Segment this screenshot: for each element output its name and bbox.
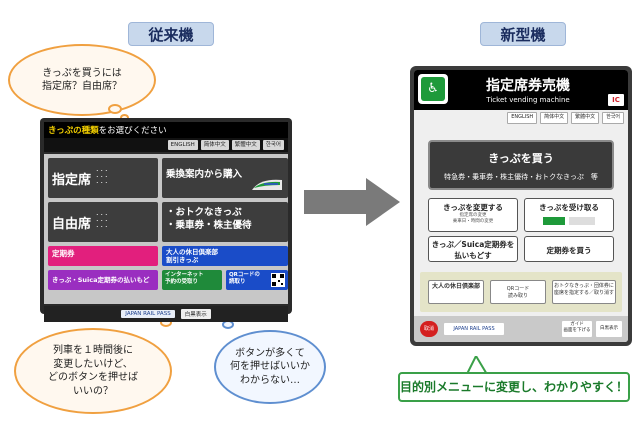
old-holiday-button[interactable]: 大人の休日倶楽部 割引きっぷ [162, 246, 288, 266]
old-teiki-label: 定期券 [52, 249, 75, 258]
new-header: ♿︎ 指定席券売機 Ticket vending machine IC [414, 70, 628, 110]
new-lang-traditional[interactable]: 繁體中文 [571, 112, 600, 124]
new-language-bar: ENGLISH 简体中文 繁體中文 한국어 [414, 112, 628, 124]
new-holiday-button[interactable]: 大人の休日倶楽部 [428, 280, 484, 304]
old-internet-button[interactable]: インターネット 予約の受取り [162, 270, 222, 290]
thought-cloud-top: きっぷを買うには 指定席？自由席？ [8, 44, 156, 116]
old-route-button[interactable]: 乗換案内から購入 [162, 158, 288, 198]
new-change-ticket-button[interactable]: きっぷを変更する 指定席の変更 乗車日・時間の変更 [428, 198, 518, 232]
old-internet-line2: 予約の受取り [165, 279, 199, 286]
old-button-area: 指定席 ・・・・・・・・・ 自由席 ・・・・・・・・・ 乗換案内から購入 ・おト… [44, 154, 288, 304]
old-lang-traditional[interactable]: 繁體中文 [231, 140, 260, 150]
old-otoku-line1: ・おトクなきっぷ [166, 207, 242, 218]
new-lower-panel: 大人の休日倶楽部 QRコード 読み取り おトクなきっぷ・団体券に 座席を指定する… [420, 272, 622, 312]
old-qr-line2: 読取り [229, 279, 246, 286]
new-guide-line1: ガイド [570, 322, 584, 327]
cloud-bl-text: 列車を１時間後に 変更したいけど、 どのボタンを押せば いいの？ [48, 345, 138, 397]
new-receive-label: きっぷを受け取る [539, 203, 599, 212]
new-holiday-label: 大人の休日倶楽部 [431, 283, 480, 290]
new-buy-sub: 特急券・乗車券・株主優待・おトクなきっぷ 等 [444, 173, 598, 181]
old-footer: JAPAN RAIL PASS 白黒表示 [44, 306, 288, 322]
new-qr-line1: QRコード [506, 286, 530, 292]
old-bw-button[interactable]: 白黒表示 [180, 309, 211, 319]
old-jrpass-button[interactable]: JAPAN RAIL PASS [121, 310, 175, 318]
new-title: 指定席券売機 [486, 78, 570, 94]
new-suica-line1: きっぷ／Suica定期券を [431, 240, 515, 249]
old-qr-button[interactable]: QRコードの 読取り [226, 270, 288, 290]
new-suica-refund-button[interactable]: きっぷ／Suica定期券を 払いもどす [428, 236, 518, 262]
old-holiday-line1: 大人の休日倶楽部 [166, 248, 218, 256]
improvement-callout: 目的別メニューに変更し、わかりやすく！ [398, 372, 630, 402]
ic-logo-icon: IC [608, 94, 624, 106]
cloud-top-text: きっぷを買うには 指定席？自由席？ [42, 67, 122, 93]
new-subtitle: Ticket vending machine [486, 96, 570, 104]
new-qr-line2: 読み取り [507, 292, 528, 299]
callout-tail [464, 356, 490, 376]
new-suica-line2: 払いもどす [454, 251, 492, 260]
new-guide-button[interactable]: ガイド 画面を下げる [562, 321, 592, 337]
old-shitei-label: 指定席 [52, 172, 92, 188]
new-cancel-button[interactable]: 取消 [420, 321, 438, 337]
thought-cloud-bottom-left: 列車を１時間後に 変更したいけど、 どのボタンを押せば いいの？ [14, 328, 172, 414]
old-jiyu-button[interactable]: 自由席 ・・・・・・・・・ [48, 202, 158, 242]
cloud-bm-text: ボタンが多くて 何を押せばいいか わからない… [230, 347, 310, 386]
eki-net-logo-icon [543, 217, 565, 225]
old-jiyu-label: 自由席 [52, 216, 92, 232]
new-receive-ticket-button[interactable]: きっぷを受け取る [524, 198, 614, 232]
new-teiki-label: 定期券を買う [546, 246, 592, 255]
old-otoku-line2: ・乗車券・株主優待 [166, 220, 252, 232]
thought-cloud-bottom-middle: ボタンが多くて 何を押せばいいか わからない… [214, 330, 326, 404]
old-shitei-detail: ・・・・・・・・・ [95, 169, 109, 186]
new-change-sub1: 指定席の変更 [459, 213, 487, 218]
new-machine-label: 新型機 [480, 22, 566, 46]
old-jiyu-detail: ・・・・・・・・・ [95, 213, 109, 230]
old-header-rest: をお選びください [98, 126, 167, 136]
transition-arrow-icon [304, 178, 400, 226]
new-change-label: きっぷを変更する [443, 203, 503, 212]
old-machine-label: 従来機 [128, 22, 214, 46]
new-qr-button[interactable]: QRコード 読み取り [490, 280, 546, 304]
new-bw-button[interactable]: 白黒表示 [596, 321, 622, 337]
qr-code-icon [271, 273, 285, 287]
new-otoku-line2: 座席を指定する／取り消す [553, 289, 614, 296]
old-holiday-line2: 割引きっぷ [166, 256, 199, 265]
new-change-sub2: 乗車日・時間の変更 [452, 218, 494, 224]
cloud-puff [108, 104, 122, 114]
new-otoku-seat-button[interactable]: おトクなきっぷ・団体券に 座席を指定する／取り消す [552, 280, 616, 304]
old-route-label: 乗換案内から購入 [166, 169, 243, 180]
old-lang-korean[interactable]: 한국어 [262, 140, 284, 150]
new-otoku-line1: おトクなきっぷ・団体券に [554, 283, 614, 289]
new-machine-screen: ♿︎ 指定席券売機 Ticket vending machine IC ENGL… [410, 66, 632, 346]
old-qr-line1: QRコードの [229, 272, 260, 278]
new-teiki-button[interactable]: 定期券を買う [524, 236, 614, 262]
new-guide-line2: 画面を下げる [563, 327, 591, 333]
old-lang-english[interactable]: ENGLISH [167, 140, 198, 150]
old-language-bar: ENGLISH 简体中文 繁體中文 한국어 [44, 138, 288, 152]
old-header: きっぷの種類 をお選びください [44, 122, 288, 138]
old-refund-label: きっぷ・Suica定期券の払いもどし [52, 276, 150, 284]
new-lang-korean[interactable]: 한국어 [602, 112, 624, 124]
new-buy-ticket-button[interactable]: きっぷを買う 特急券・乗車券・株主優待・おトクなきっぷ 等 [428, 140, 614, 190]
new-jrpass-button[interactable]: JAPAN RAIL PASS [444, 323, 504, 335]
old-internet-line1: インターネット [165, 272, 204, 278]
new-machine-inner: ♿︎ 指定席券売機 Ticket vending machine IC ENGL… [414, 70, 628, 342]
old-refund-button[interactable]: きっぷ・Suica定期券の払いもどし [48, 270, 158, 290]
old-header-main: きっぷの種類 [48, 126, 99, 136]
old-otoku-button[interactable]: ・おトクなきっぷ ・乗車券・株主優待 [162, 202, 288, 242]
new-footer: 取消 JAPAN RAIL PASS ガイド 画面を下げる 白黒表示 [414, 316, 628, 342]
old-teiki-button[interactable]: 定期券 [48, 246, 158, 266]
new-receive-logos [525, 217, 613, 225]
old-shitei-button[interactable]: 指定席 ・・・・・・・・・ [48, 158, 158, 198]
new-buy-label: きっぷを買う [488, 152, 554, 165]
reserved-seat-icon: ♿︎ [418, 74, 448, 104]
old-lang-simplified[interactable]: 简体中文 [200, 140, 229, 150]
new-lang-english[interactable]: ENGLISH [507, 112, 538, 124]
train-icon [252, 179, 282, 190]
partner-logo-icon [569, 217, 595, 225]
new-lang-simplified[interactable]: 简体中文 [540, 112, 569, 124]
old-machine-screen: きっぷの種類 をお選びください ENGLISH 简体中文 繁體中文 한국어 指定… [40, 118, 292, 322]
